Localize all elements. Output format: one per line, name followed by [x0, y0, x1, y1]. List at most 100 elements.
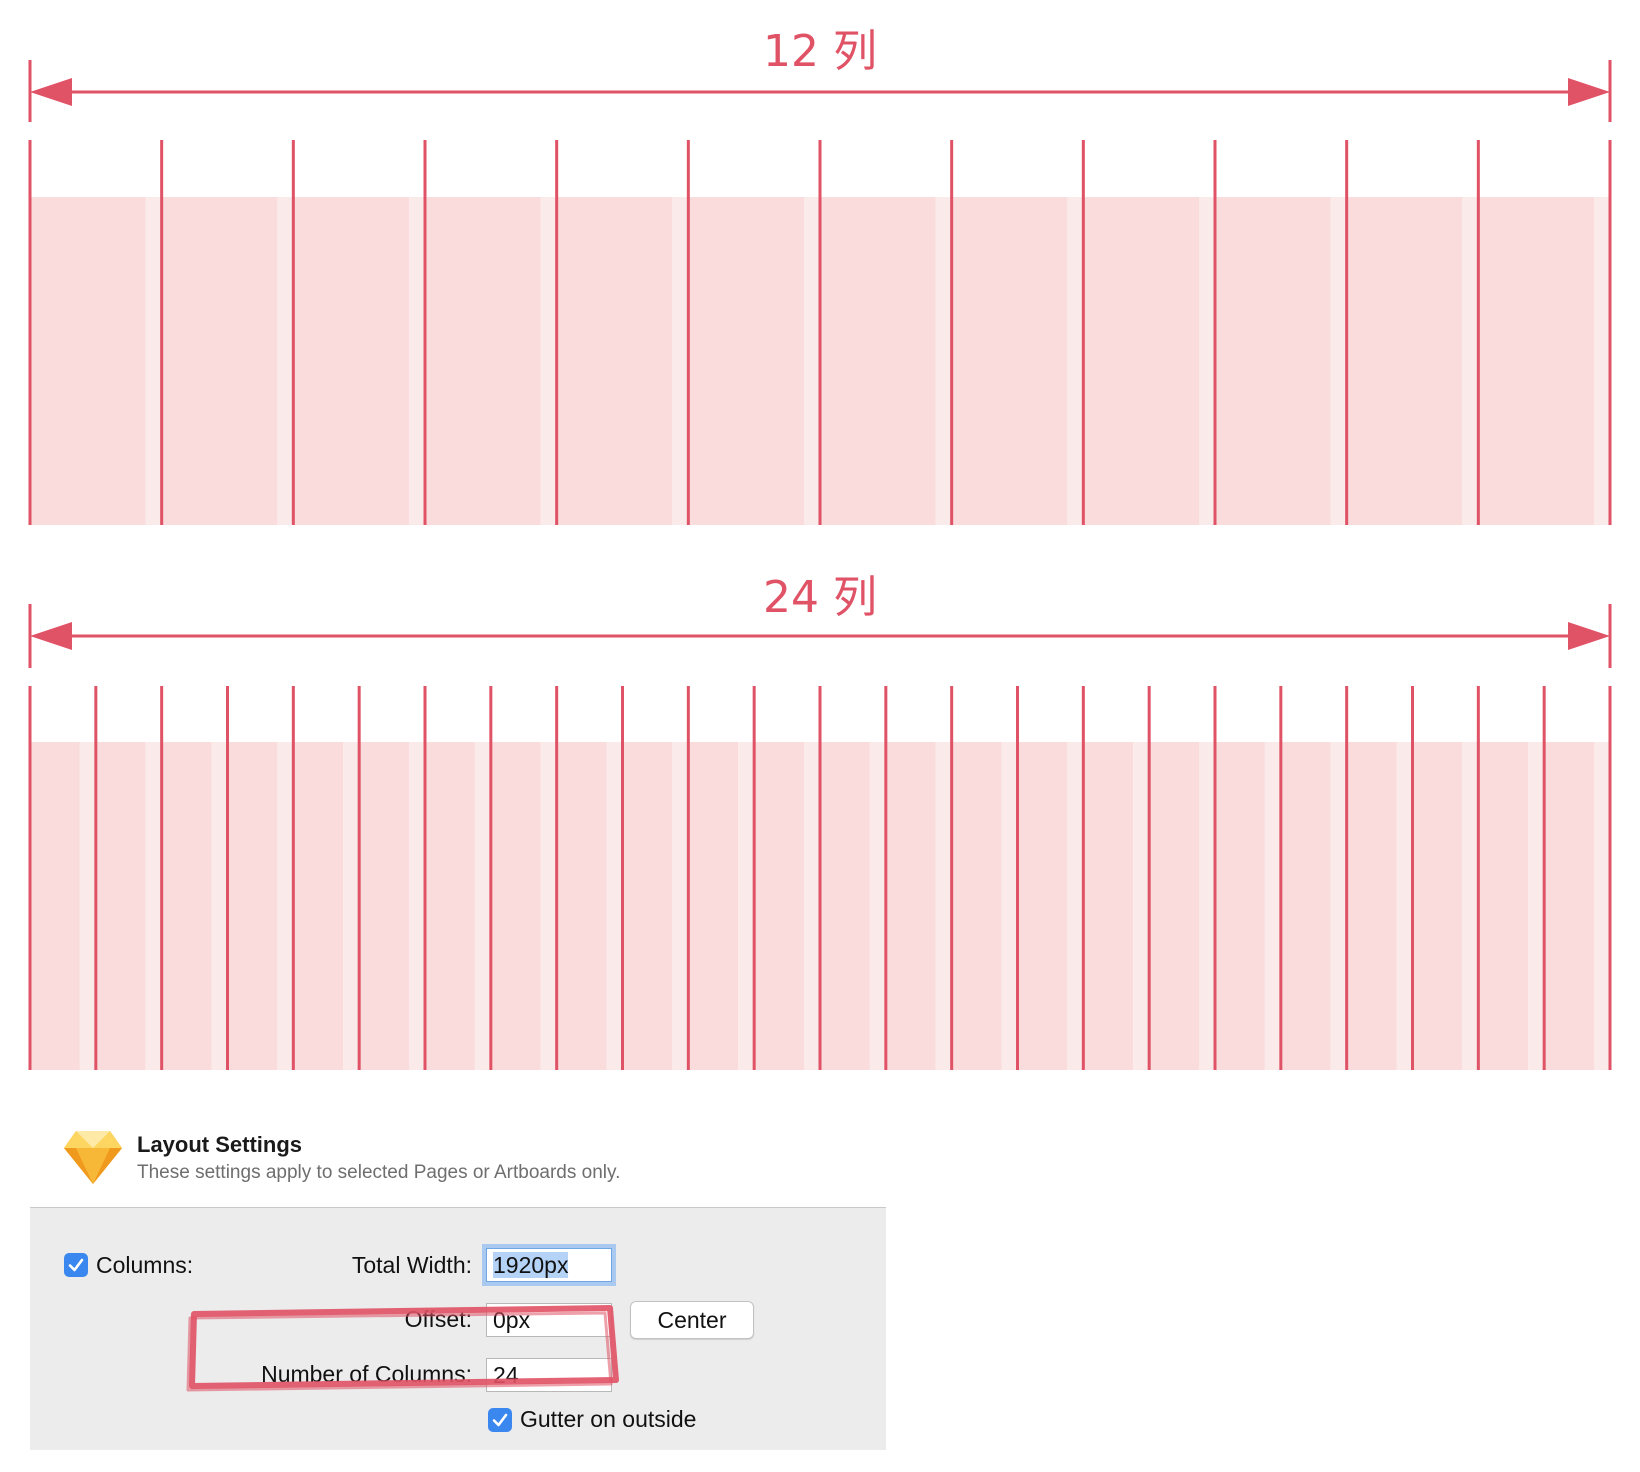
grid-gutter	[672, 197, 689, 525]
number-of-columns-label: Number of Columns:	[261, 1361, 472, 1387]
grid-12-right-arrowhead	[1568, 78, 1610, 106]
grid-column	[30, 742, 80, 1070]
gutter-outside-checkbox[interactable]	[488, 1408, 512, 1432]
columns-checkbox[interactable]	[64, 1253, 88, 1277]
checkmark-icon	[492, 1413, 508, 1427]
grid-column	[820, 742, 870, 1070]
grid-column	[1280, 742, 1331, 1070]
grid-gutter	[1528, 742, 1545, 1070]
grid-24-title: 24 列	[763, 572, 877, 623]
grid-column	[754, 742, 804, 1070]
grid-gutter	[869, 742, 886, 1070]
grid-column	[227, 742, 278, 1070]
checkmark-icon	[68, 1258, 84, 1272]
columns-checkbox-label: Columns:	[96, 1252, 194, 1278]
grid-gutter	[606, 742, 623, 1070]
grid-gutter	[935, 197, 952, 525]
grid-gutter	[1330, 197, 1347, 525]
grid-column	[885, 742, 936, 1070]
grid-column	[30, 197, 146, 525]
total-width-input[interactable]: 1920px	[486, 1248, 612, 1282]
grid-column	[1346, 742, 1397, 1070]
settings-subtitle: These settings apply to selected Pages o…	[137, 1162, 621, 1183]
grid-column	[425, 742, 475, 1070]
number-of-columns-input[interactable]: 24	[486, 1358, 612, 1392]
grid-gutter	[1067, 197, 1084, 525]
grid-gutter	[211, 742, 228, 1070]
grid-24-left-arrowhead	[30, 622, 72, 650]
grid-gutter	[409, 197, 425, 525]
grid-gutter	[1133, 742, 1150, 1070]
grid-gutter	[738, 742, 755, 1070]
layout-settings-panel: Columns: Total Width: 1920px Offset: 0px…	[30, 1207, 886, 1450]
grid-gutter	[1594, 742, 1610, 1070]
grid-column	[95, 742, 146, 1070]
grid-24-right-arrowhead	[1568, 622, 1610, 650]
grid-24-columns: 24 列	[28, 572, 1612, 1070]
settings-title: Layout Settings	[137, 1132, 303, 1157]
number-of-columns-value: 24	[493, 1362, 519, 1388]
grid-column	[293, 197, 409, 525]
grid-column	[1478, 742, 1529, 1070]
grid-gutter	[277, 742, 294, 1070]
grid-gutter	[277, 197, 294, 525]
grid-column	[951, 742, 1002, 1070]
total-width-value: 1920px	[493, 1252, 569, 1278]
grid-column	[820, 197, 936, 525]
grid-gutter	[1264, 742, 1281, 1070]
grid-24-body	[28, 686, 1612, 1070]
grid-column	[688, 742, 739, 1070]
grid-gutter	[1462, 742, 1479, 1070]
grid-gutter	[1330, 742, 1347, 1070]
grid-gutter	[1001, 742, 1018, 1070]
grid-gutter	[1396, 742, 1413, 1070]
grid-gutter	[474, 742, 491, 1070]
total-width-label: Total Width:	[351, 1252, 472, 1278]
grid-column	[1083, 742, 1134, 1070]
grid-column	[556, 742, 607, 1070]
grid-12-columns: 12 列	[28, 26, 1612, 525]
grid-gutter	[145, 742, 162, 1070]
grid-column	[1215, 742, 1265, 1070]
layout-settings-header: Layout Settings These settings apply to …	[62, 1128, 882, 1198]
grid-12-left-arrowhead	[30, 78, 72, 106]
column-grid-diagram: 12 列 24 列	[28, 26, 1612, 1070]
grid-column	[622, 742, 673, 1070]
grid-column	[951, 197, 1068, 525]
grid-column	[1083, 197, 1199, 525]
grid-12-body	[28, 140, 1612, 525]
center-button[interactable]: Center	[630, 1301, 754, 1339]
grid-gutter	[145, 197, 162, 525]
grid-gutter	[804, 742, 820, 1070]
grid-column	[1544, 742, 1594, 1070]
grid-gutter	[804, 197, 820, 525]
grid-column	[1149, 742, 1199, 1070]
grid-gutter	[79, 742, 96, 1070]
grid-column	[1215, 197, 1331, 525]
grid-gutter	[1199, 742, 1215, 1070]
grid-column	[359, 742, 409, 1070]
grid-column	[161, 197, 278, 525]
grid-gutter	[540, 742, 557, 1070]
grid-gutter	[1462, 197, 1479, 525]
grid-column	[293, 742, 344, 1070]
gutter-outside-label: Gutter on outside	[520, 1406, 697, 1432]
grid-column	[1346, 197, 1463, 525]
grid-gutter	[1594, 197, 1610, 525]
grid-column	[688, 197, 804, 525]
grid-gutter	[343, 742, 360, 1070]
grid-gutter	[1199, 197, 1215, 525]
grid-12-title: 12 列	[763, 26, 877, 77]
grid-gutter	[672, 742, 689, 1070]
offset-value: 0px	[493, 1307, 531, 1333]
grid-column	[425, 197, 541, 525]
grid-column	[556, 197, 673, 525]
grid-gutter	[1067, 742, 1084, 1070]
grid-gutter	[409, 742, 425, 1070]
grid-gutter	[935, 742, 952, 1070]
grid-column	[1412, 742, 1463, 1070]
offset-input[interactable]: 0px	[486, 1303, 612, 1337]
grid-column	[490, 742, 541, 1070]
grid-gutter	[540, 197, 557, 525]
grid-column	[1478, 197, 1594, 525]
